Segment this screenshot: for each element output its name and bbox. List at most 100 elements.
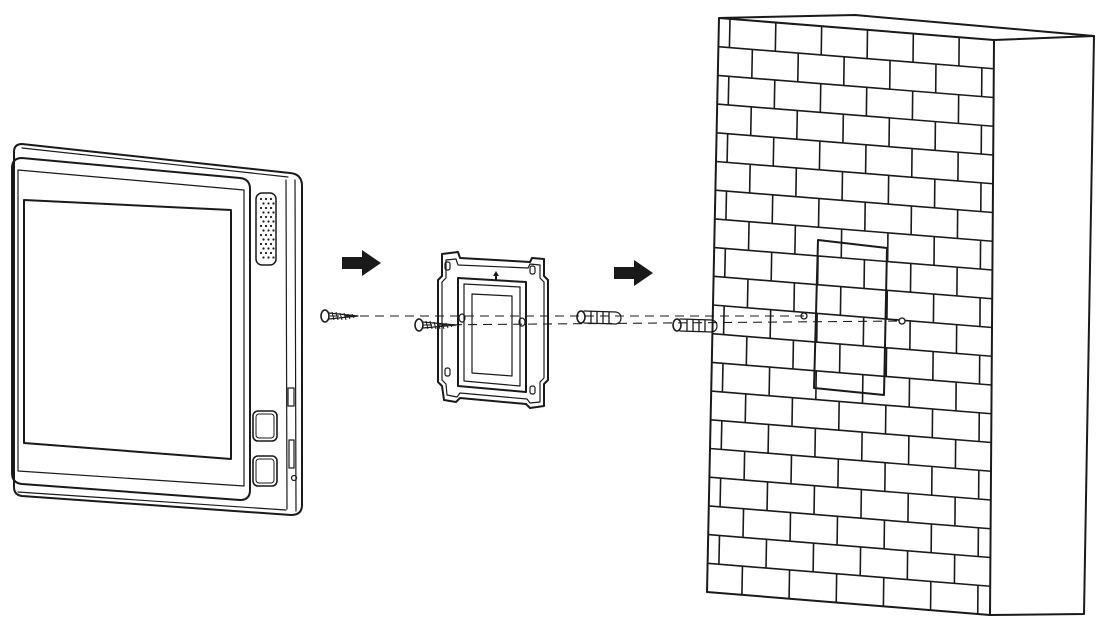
- brick-course-line: [715, 189, 993, 214]
- grille-hole: [272, 202, 275, 205]
- brick-joint-line: [743, 451, 746, 481]
- brick-course-line: [716, 132, 994, 156]
- grille-hole: [272, 238, 275, 241]
- brick-joint-line: [767, 424, 770, 454]
- brick-course-line: [707, 562, 991, 588]
- direction-arrow-icon: [342, 250, 381, 276]
- brick-joint-line: [741, 566, 744, 595]
- brick-course-line: [717, 74, 994, 99]
- brick-joint-line: [769, 309, 772, 339]
- up-arrow-icon: [493, 271, 499, 281]
- monitor-icon: [11, 143, 303, 516]
- brick-course-line: [717, 103, 994, 128]
- grille-hole: [272, 256, 275, 259]
- brick-joint-line: [772, 137, 775, 167]
- brick-course-line: [711, 390, 992, 415]
- grille-hole: [272, 229, 275, 232]
- grille-hole: [267, 247, 270, 250]
- grille-hole: [262, 211, 265, 214]
- grille-hole: [259, 215, 263, 219]
- speaker-grille-icon: [255, 192, 277, 266]
- brick-course-line: [709, 476, 991, 501]
- grille-hole: [267, 229, 270, 232]
- alignment-guides: [330, 315, 903, 326]
- grille-hole: [267, 202, 270, 205]
- grille-hole: [259, 251, 263, 255]
- direction-arrow-icon: [614, 260, 653, 286]
- grille-hole: [269, 215, 273, 219]
- brick-course-line: [708, 505, 991, 530]
- grille-hole: [272, 211, 275, 214]
- grille-hole: [269, 197, 273, 201]
- grille-hole: [259, 197, 263, 201]
- brick-course-line: [713, 275, 993, 300]
- brick-joint-line: [747, 221, 750, 251]
- brick-joint-line: [748, 164, 751, 193]
- screw-icon: [414, 318, 457, 332]
- grille-hole: [262, 202, 265, 205]
- grille-hole: [267, 238, 270, 241]
- brick-joint-line: [742, 508, 745, 538]
- brick-course-line: [709, 447, 992, 473]
- wall-anchor-icon: [672, 318, 718, 333]
- brick-joint-line: [774, 22, 777, 52]
- grille-hole: [264, 197, 268, 201]
- grille-hole: [264, 224, 268, 228]
- brick-joint-line: [770, 252, 773, 281]
- grille-hole: [259, 206, 263, 210]
- brick-joint-line: [744, 393, 747, 423]
- brick-joint-line: [773, 79, 776, 109]
- brick-joint-line: [718, 535, 721, 565]
- brick-course-line: [715, 160, 994, 185]
- grille-hole: [259, 233, 263, 237]
- brick-wall-icon: [706, 14, 1095, 616]
- brick-joint-line: [719, 478, 722, 507]
- grille-hole: [264, 215, 268, 219]
- brick-joint-line: [723, 248, 727, 278]
- grille-hole: [262, 256, 265, 259]
- grille-hole: [262, 220, 265, 223]
- brick-joint-line: [745, 336, 748, 366]
- brick-course-line: [718, 45, 994, 70]
- grille-hole: [267, 256, 270, 259]
- grille-hole: [269, 224, 273, 228]
- brick-joint-line: [720, 420, 723, 450]
- grille-hole: [264, 206, 268, 210]
- brick-joint-line: [768, 367, 771, 396]
- brick-course-line: [710, 419, 992, 444]
- grille-hole: [262, 238, 265, 241]
- grille-hole: [264, 233, 268, 237]
- grille-hole: [262, 247, 265, 250]
- grille-hole: [272, 220, 275, 223]
- grille-hole: [262, 229, 265, 232]
- grille-hole: [269, 242, 273, 246]
- brick-course-line: [714, 218, 993, 243]
- brick-course-line: [708, 533, 991, 559]
- brick-joint-line: [722, 305, 725, 335]
- brick-joint-line: [746, 279, 749, 308]
- grille-hole: [267, 220, 270, 223]
- monitor-button-lower: [252, 455, 278, 487]
- mounting-plate-icon: [437, 251, 549, 409]
- brick-joint-line: [766, 481, 769, 511]
- grille-hole: [264, 251, 268, 255]
- grille-hole: [269, 251, 273, 255]
- wall-anchor-icon: [576, 310, 622, 325]
- brick-joint-line: [751, 49, 754, 79]
- brick-joint-line: [721, 363, 724, 393]
- monitor-screen: [23, 199, 232, 460]
- brick-joint-line: [771, 194, 774, 224]
- grille-hole: [259, 242, 263, 246]
- grille-hole: [264, 242, 268, 246]
- brick-joint-line: [726, 133, 729, 163]
- brick-joint-line: [727, 76, 730, 106]
- brick-joint-line: [765, 539, 768, 569]
- brick-course-line: [711, 361, 992, 386]
- grille-hole: [267, 211, 270, 214]
- mount-cutout: [813, 239, 888, 396]
- grille-hole: [259, 224, 263, 228]
- grille-hole: [269, 233, 273, 237]
- grille-hole: [269, 206, 273, 210]
- brick-joint-line: [749, 106, 753, 136]
